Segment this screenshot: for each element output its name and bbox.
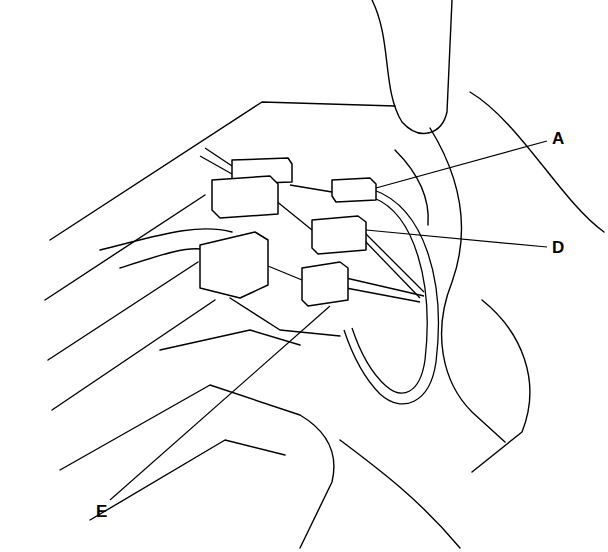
hand-finger [372, 0, 452, 133]
panel-edge [120, 249, 205, 268]
panel-edge [48, 262, 198, 360]
panel-edge [90, 440, 285, 520]
panel-edge [60, 385, 334, 548]
wire [205, 148, 232, 166]
leader-line [366, 230, 547, 247]
body-contour [470, 92, 604, 232]
mating-line [275, 200, 312, 230]
body-contour [472, 300, 530, 472]
wire [346, 278, 424, 296]
panel-edge [45, 195, 205, 300]
connector [212, 176, 278, 218]
connector [312, 216, 366, 254]
callout-letter: E [96, 503, 107, 520]
connector [302, 262, 348, 306]
wire [200, 156, 232, 174]
body-contour [340, 440, 460, 548]
wire [364, 232, 424, 292]
mating-line [268, 266, 302, 280]
connector [200, 232, 268, 298]
connector [332, 178, 376, 202]
panel-edge [52, 300, 215, 410]
body-contour [395, 150, 428, 225]
mating-line [290, 185, 332, 192]
leader-line [376, 141, 547, 188]
leader-line [110, 306, 330, 500]
wire [346, 288, 420, 302]
wire [364, 240, 420, 298]
panel-edge [160, 330, 300, 350]
callout-letter: A [552, 130, 564, 147]
body-contour [430, 128, 505, 442]
callout-letter: D [552, 239, 564, 256]
